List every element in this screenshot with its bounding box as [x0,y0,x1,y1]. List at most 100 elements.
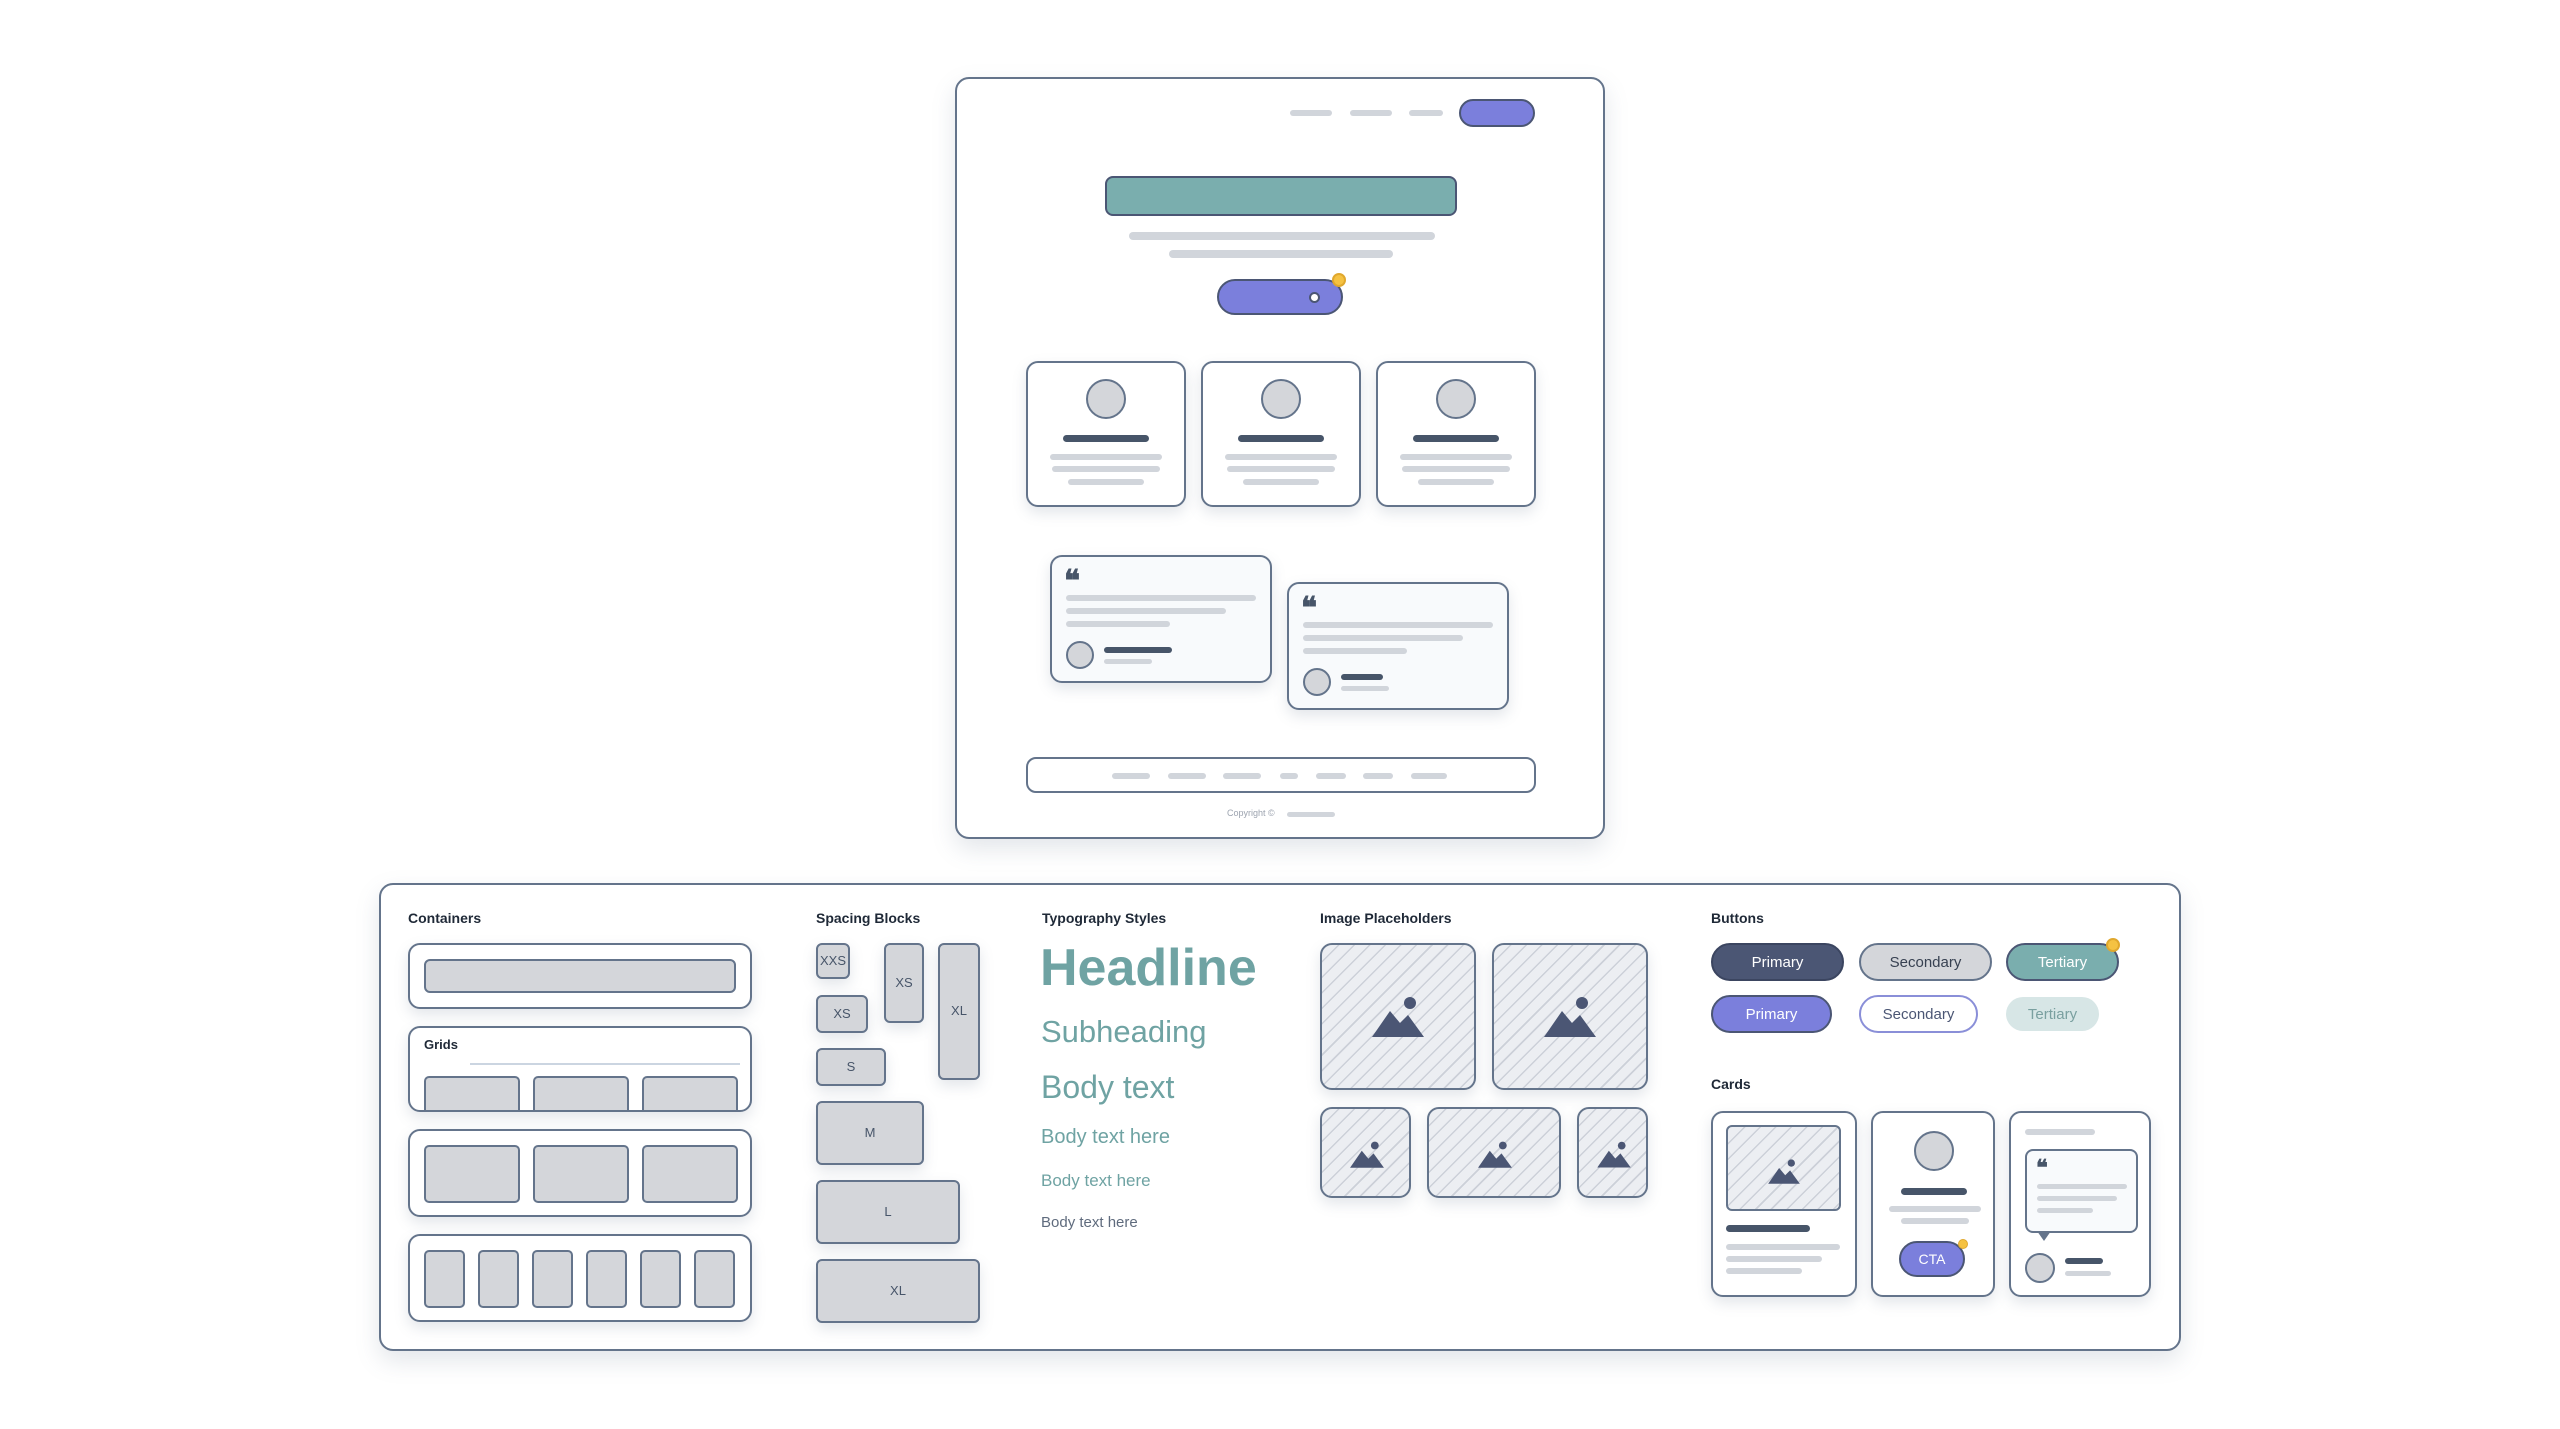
feature-card[interactable] [1026,361,1186,507]
cta-button[interactable]: CTA [1899,1241,1965,1277]
hero-title-placeholder [1105,176,1457,216]
author-name-line [1341,674,1383,680]
spacing-block-xl: XL [816,1259,980,1323]
primary-button-purple[interactable]: Primary [1711,995,1832,1033]
testimonial-card[interactable]: ❝ [2009,1111,2151,1297]
speech-bubble: ❝ [2025,1149,2138,1233]
image-icon [1372,997,1424,1037]
quote-text-line [1303,635,1463,641]
annotation-badge-icon [1958,1239,1968,1249]
footer-link[interactable] [1363,773,1393,779]
avatar [1914,1131,1954,1171]
body-text-small-sample: Body text here [1041,1171,1151,1190]
profile-card[interactable]: CTA [1871,1111,1995,1297]
card-text-line [1418,479,1494,485]
hero-cta-button[interactable] [1217,279,1343,315]
copyright-text: Copyright © [1227,808,1275,818]
body-text-large-sample: Body text [1041,1069,1175,1105]
image-placeholder [1577,1107,1648,1198]
card-text-line [1068,479,1144,485]
avatar [1261,379,1301,419]
quote-text-line [2037,1196,2117,1201]
card-text-line [1726,1244,1840,1250]
spacing-block-xxs: XXS [816,943,850,979]
card-text-line [1726,1256,1822,1262]
tertiary-button-light[interactable]: Tertiary [2006,997,2099,1031]
quote-icon: ❝ [2036,1155,2048,1181]
cursor-dot-icon [1309,292,1320,303]
card-text-line [1726,1268,1802,1274]
image-placeholder [1320,1107,1411,1198]
grid-column [642,1076,738,1110]
card-title-line [1413,435,1499,442]
grids-container: Grids [408,1026,752,1112]
card-text-line [1050,454,1162,460]
column-block [424,1145,520,1203]
grid-column [424,1076,520,1110]
image-icon [1768,1159,1800,1184]
grid-column [533,1076,629,1110]
image-icon [1478,1141,1512,1168]
column-block [694,1250,735,1308]
author-role-line [1104,659,1152,664]
footer-link[interactable] [1411,773,1447,779]
footer-link[interactable] [1280,773,1298,779]
footer-bar [1026,757,1536,793]
typography-title: Typography Styles [1042,910,1167,926]
spacing-block-s: S [816,1048,886,1086]
testimonial-card[interactable]: ❝ [1287,582,1509,710]
quote-text-line [1303,622,1493,628]
secondary-button-outline[interactable]: Secondary [1859,995,1978,1033]
feature-card[interactable] [1201,361,1361,507]
cards-title: Cards [1711,1076,1751,1092]
tertiary-button-teal[interactable]: Tertiary [2006,943,2119,981]
card-heading-line [2025,1129,2095,1135]
card-title-line [1901,1188,1967,1195]
nav-link[interactable] [1409,110,1443,116]
image-placeholder [1492,943,1648,1090]
card-text-line [1402,466,1510,472]
container-inner [424,959,736,993]
subheading-sample: Subheading [1041,1014,1207,1049]
card-title-line [1238,435,1324,442]
spacing-block-l: L [816,1180,960,1244]
image-card[interactable] [1711,1111,1857,1297]
testimonial-card[interactable]: ❝ [1050,555,1272,683]
image-placeholders-title: Image Placeholders [1320,910,1452,926]
card-text-line [1227,466,1335,472]
footer-link[interactable] [1316,773,1346,779]
avatar [1436,379,1476,419]
column-block [424,1250,465,1308]
footer-link[interactable] [1112,773,1150,779]
footer-link[interactable] [1168,773,1206,779]
image-icon [1350,1141,1384,1168]
quote-text-line [2037,1184,2127,1189]
footer-link[interactable] [1223,773,1261,779]
author-role-line [2065,1271,2111,1276]
card-text-line [1889,1206,1981,1212]
image-icon [1597,1141,1631,1168]
annotation-badge-icon [1332,273,1346,287]
body-text-medium-sample: Body text here [1041,1126,1170,1148]
card-image-placeholder [1726,1125,1841,1211]
card-text-line [1225,454,1337,460]
card-text-line [1400,454,1512,460]
column-block [640,1250,681,1308]
quote-text-line [1303,648,1407,654]
spacing-block-xs: XS [816,995,868,1033]
quote-icon: ❝ [1301,591,1318,626]
author-avatar [2025,1253,2055,1283]
nav-link[interactable] [1350,110,1392,116]
grids-label: Grids [424,1037,458,1052]
container-sample [408,943,752,1009]
nav-cta-button[interactable] [1459,99,1535,127]
image-icon [1544,997,1596,1037]
nav-link[interactable] [1290,110,1332,116]
primary-button-dark[interactable]: Primary [1711,943,1844,981]
quote-text-line [1066,621,1170,627]
secondary-button-filled[interactable]: Secondary [1859,943,1992,981]
card-title-line [1726,1225,1810,1232]
containers-title: Containers [408,910,482,926]
author-name-line [2065,1258,2103,1264]
feature-card[interactable] [1376,361,1536,507]
